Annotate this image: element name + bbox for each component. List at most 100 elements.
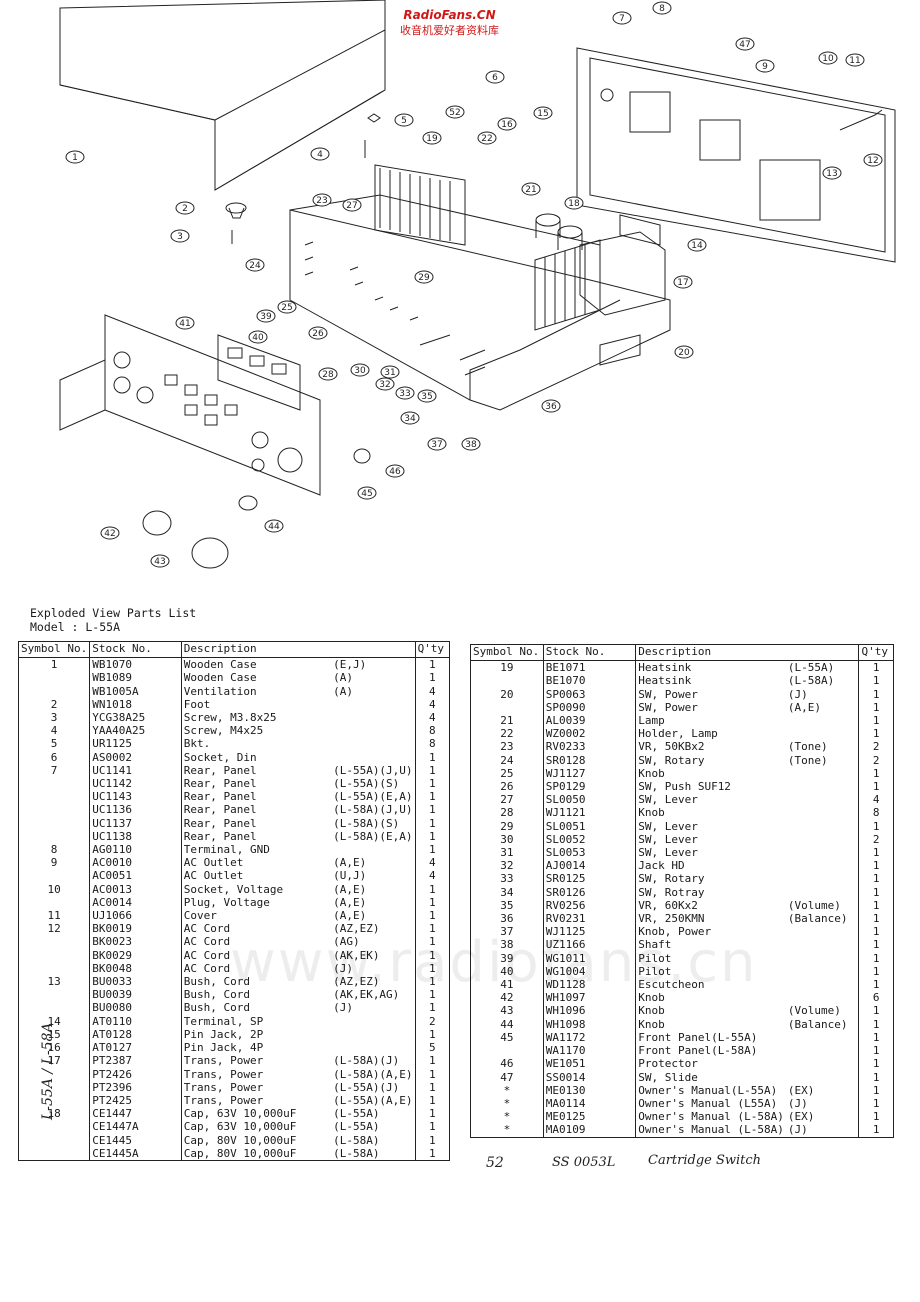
description-cell: AC Cord xyxy=(183,948,231,962)
symbol-cell: 46 xyxy=(470,1057,544,1071)
description-cell: Screw, M4x25 xyxy=(183,724,264,738)
symbol-cell xyxy=(18,935,91,949)
callout-6: 6 xyxy=(485,70,505,84)
svg-text:14: 14 xyxy=(691,241,703,251)
stock-cell: SP0129 xyxy=(543,780,637,794)
variant-cell: (Volume) xyxy=(785,1004,860,1018)
symbol-cell: 3 xyxy=(18,711,91,725)
svg-text:24: 24 xyxy=(249,261,261,271)
stock-cell: WZ0002 xyxy=(543,727,637,741)
description-cell: Pilot xyxy=(638,964,672,978)
variant-cell: (L-55A)(J,U) xyxy=(331,763,416,778)
stock-cell: SS0014 xyxy=(543,1070,637,1084)
variant-cell: (Balance) xyxy=(785,1017,860,1031)
qty-cell: 1 xyxy=(872,766,880,780)
qty-cell: 1 xyxy=(428,790,436,804)
stock-cell: BK0019 xyxy=(89,922,182,936)
variant-cell: (L-58A)(E,A) xyxy=(331,829,416,844)
stock-cell: UR1125 xyxy=(89,737,182,751)
qty-cell: 1 xyxy=(872,872,880,886)
symbol-cell: 7 xyxy=(18,763,91,778)
callout-1: 1 xyxy=(65,150,85,164)
stock-cell: YCG38A25 xyxy=(89,711,182,725)
qty-cell: 1 xyxy=(428,895,436,909)
variant-cell: (J) xyxy=(785,1096,860,1111)
stock-cell: PT2426 xyxy=(89,1067,182,1081)
description-cell: SW, Push SUF12 xyxy=(638,780,731,794)
svg-text:10: 10 xyxy=(822,54,834,64)
symbol-cell xyxy=(18,1067,91,1081)
variant-cell: (J) xyxy=(331,961,416,976)
qty-cell: 4 xyxy=(428,856,436,870)
callout-16: 16 xyxy=(497,117,517,131)
callout-14: 14 xyxy=(687,238,707,252)
symbol-cell: 15 xyxy=(18,1027,91,1042)
symbol-cell: * xyxy=(470,1123,544,1138)
stock-cell: UZ1166 xyxy=(543,938,637,952)
callout-30: 30 xyxy=(350,363,370,377)
svg-text:4: 4 xyxy=(317,150,323,160)
callout-21: 21 xyxy=(521,182,541,196)
callout-35: 35 xyxy=(417,389,437,403)
qty-cell: 1 xyxy=(428,1067,436,1081)
qty-cell: 1 xyxy=(428,803,436,817)
symbol-cell: 44 xyxy=(470,1017,544,1031)
variant-cell xyxy=(331,1014,416,1028)
svg-text:25: 25 xyxy=(281,303,292,313)
variant-cell xyxy=(785,819,860,833)
variant-cell xyxy=(785,964,860,979)
stock-cell: AC0051 xyxy=(89,869,182,883)
svg-text:6: 6 xyxy=(492,73,498,83)
symbol-cell: 11 xyxy=(18,909,91,923)
description-cell: VR, 250KMN xyxy=(638,912,705,926)
variant-cell: (Tone) xyxy=(785,753,860,767)
symbol-cell: 41 xyxy=(470,978,544,992)
svg-text:11: 11 xyxy=(849,56,860,66)
description-cell: Wooden Case xyxy=(183,658,257,672)
qty-cell: 1 xyxy=(428,1054,436,1068)
symbol-cell xyxy=(18,777,91,791)
callout-38: 38 xyxy=(461,437,481,451)
variant-cell xyxy=(785,885,860,899)
stock-cell: CE1445 xyxy=(89,1133,182,1147)
variant-cell: (Volume) xyxy=(785,898,860,913)
variant-cell: (A,E) xyxy=(331,895,416,910)
description-cell: Knob xyxy=(638,806,665,820)
variant-cell: (A,E) xyxy=(785,700,860,715)
qty-cell: 1 xyxy=(872,978,880,992)
description-cell: SW, Power xyxy=(638,700,698,714)
symbol-cell: 35 xyxy=(470,898,544,913)
qty-cell: 1 xyxy=(872,1070,880,1084)
symbol-cell: 32 xyxy=(470,859,544,873)
qty-cell: 1 xyxy=(428,882,436,896)
description-cell: Shaft xyxy=(638,938,672,952)
symbol-cell: 25 xyxy=(470,766,544,781)
description-cell: Jack HD xyxy=(638,859,685,873)
stock-cell: AC0013 xyxy=(89,882,182,896)
stock-cell: AT0128 xyxy=(89,1027,182,1042)
col-symbol: Symbol No. xyxy=(18,641,91,659)
description-cell: Pin Jack, 4P xyxy=(183,1041,264,1055)
variant-cell xyxy=(785,859,860,873)
symbol-cell: 17 xyxy=(18,1054,91,1068)
svg-text:45: 45 xyxy=(361,489,372,499)
qty-cell: 2 xyxy=(428,1014,436,1028)
col-qty: Q'ty xyxy=(415,641,450,659)
symbol-cell: 38 xyxy=(470,938,544,952)
description-cell: Knob xyxy=(638,1004,665,1018)
qty-cell: 1 xyxy=(872,1083,880,1097)
svg-text:1: 1 xyxy=(72,153,78,163)
description-cell: SW, Lever xyxy=(638,846,698,860)
